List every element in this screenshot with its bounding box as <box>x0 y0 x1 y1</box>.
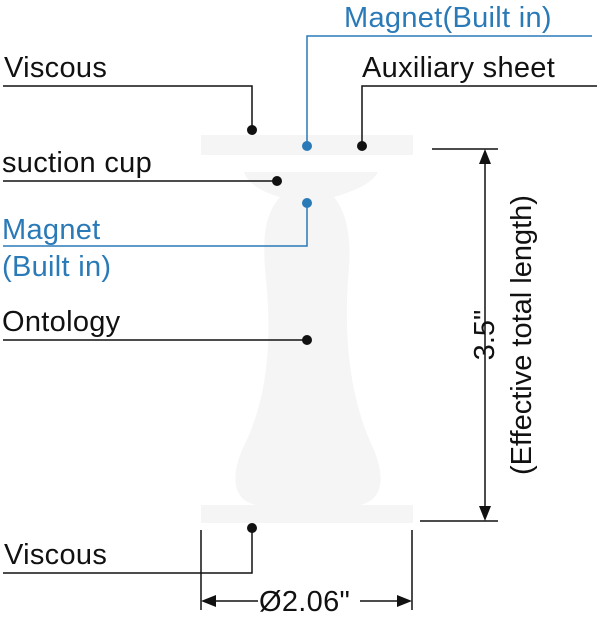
dot-ontology <box>302 335 312 345</box>
diameter-arrow-left <box>201 595 216 607</box>
dot-viscous-bottom <box>247 523 257 533</box>
dot-suction-cup <box>272 176 282 186</box>
diameter-label: Ø2.06" <box>259 586 351 618</box>
label-viscous-bottom: Viscous <box>4 539 108 571</box>
leader-magnet-top <box>306 35 592 146</box>
label-magnet-top: Magnet(Built in) <box>344 2 552 34</box>
dot-magnet-top <box>302 141 312 151</box>
height-caption-label: (Effective total length) <box>506 195 538 475</box>
label-ontology: Ontology <box>2 306 121 338</box>
height-arrow-bottom <box>479 506 491 521</box>
height-value-label: 3.5" <box>469 309 501 361</box>
dot-auxiliary-sheet <box>357 141 367 151</box>
dot-magnet-left <box>302 198 312 208</box>
bottom-plate <box>201 505 413 523</box>
label-viscous-top: Viscous <box>4 52 108 84</box>
label-magnet-left-line1: Magnet <box>2 214 101 246</box>
product-silhouette <box>201 135 413 523</box>
label-magnet-left-line2: (Built in) <box>2 251 112 283</box>
leader-magnet-left <box>3 203 308 247</box>
diameter-arrow-right <box>397 595 412 607</box>
label-suction-cup: suction cup <box>2 147 152 179</box>
leader-auxiliary-sheet <box>361 85 597 146</box>
height-arrow-top <box>479 149 491 164</box>
leader-viscous-bottom <box>3 528 253 574</box>
leader-viscous-top <box>3 85 253 130</box>
dot-viscous-top <box>247 125 257 135</box>
label-auxiliary-sheet: Auxiliary sheet <box>362 52 556 84</box>
